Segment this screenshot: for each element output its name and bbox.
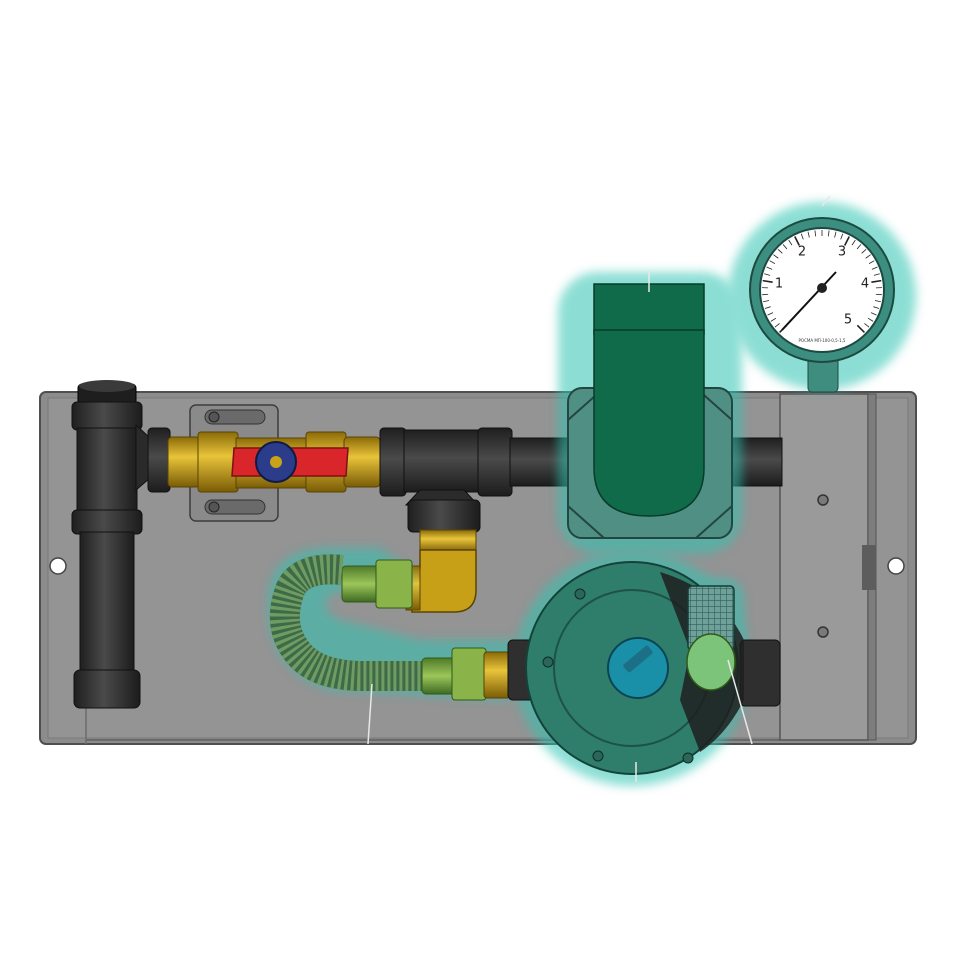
gauge-tick — [767, 312, 774, 316]
gauge-tick — [770, 317, 777, 322]
flex-hose — [269, 554, 511, 745]
gauge-tick — [873, 273, 880, 276]
gauge-tick — [871, 279, 882, 283]
gauge-tick — [807, 231, 810, 238]
gauge-tick — [867, 317, 874, 322]
gauge-label-2: 2 — [798, 245, 806, 260]
gauge-label-3: 3 — [838, 245, 846, 260]
gauge-tick — [777, 248, 783, 254]
gauge-tick — [874, 300, 881, 303]
gauge-scale — [762, 230, 882, 333]
gauge-tick — [764, 273, 771, 276]
gauge-tick — [868, 260, 875, 264]
gauge-tick — [851, 239, 856, 246]
gauge-tick — [773, 254, 779, 259]
gauge-tick — [871, 266, 878, 270]
gauge-tick — [843, 236, 850, 246]
mount-hole-left — [49, 557, 67, 575]
gauge-tick — [865, 254, 871, 259]
regulator-cap — [607, 637, 669, 699]
gauge-tick — [864, 323, 870, 328]
gauge-tick — [763, 300, 770, 303]
circulation-pump — [567, 270, 733, 539]
gauge-needle — [781, 271, 837, 331]
gauge-tick — [764, 306, 771, 309]
gauge-brand-text: РОСМА МП-100-0,5-1,5 — [799, 338, 846, 343]
ball-valve — [167, 404, 381, 522]
brass-elbow — [405, 529, 477, 613]
gauge-tick — [840, 233, 844, 240]
mount-hole-right — [887, 557, 905, 575]
gauge-tick — [794, 236, 801, 246]
left-tee — [71, 380, 171, 709]
gauge-tick — [870, 312, 877, 316]
gauge-tick — [873, 306, 880, 309]
gauge-tick — [827, 230, 830, 237]
gauge-tick — [856, 324, 865, 333]
gauge-tick — [814, 230, 817, 237]
gauge-tick — [788, 239, 793, 246]
gauge-tick — [834, 231, 837, 238]
gauge-label-5: 5 — [844, 313, 852, 328]
gauge-tick — [774, 323, 780, 328]
pressure-gauge: 1 2 3 4 5 РОСМА МП-100-0,5-1,5 — [749, 195, 895, 393]
gauge-tick — [769, 260, 776, 264]
gauge-label-1: 1 — [775, 277, 783, 292]
gauge-tick — [782, 244, 788, 250]
gauge-tick — [856, 244, 862, 250]
gauge-tick — [766, 266, 773, 270]
gauge-tick — [800, 233, 804, 240]
gauge-label-4: 4 — [861, 277, 869, 292]
mesh-strainer — [686, 585, 753, 745]
gauge-tick — [762, 279, 773, 283]
gauge-tick — [861, 248, 867, 254]
